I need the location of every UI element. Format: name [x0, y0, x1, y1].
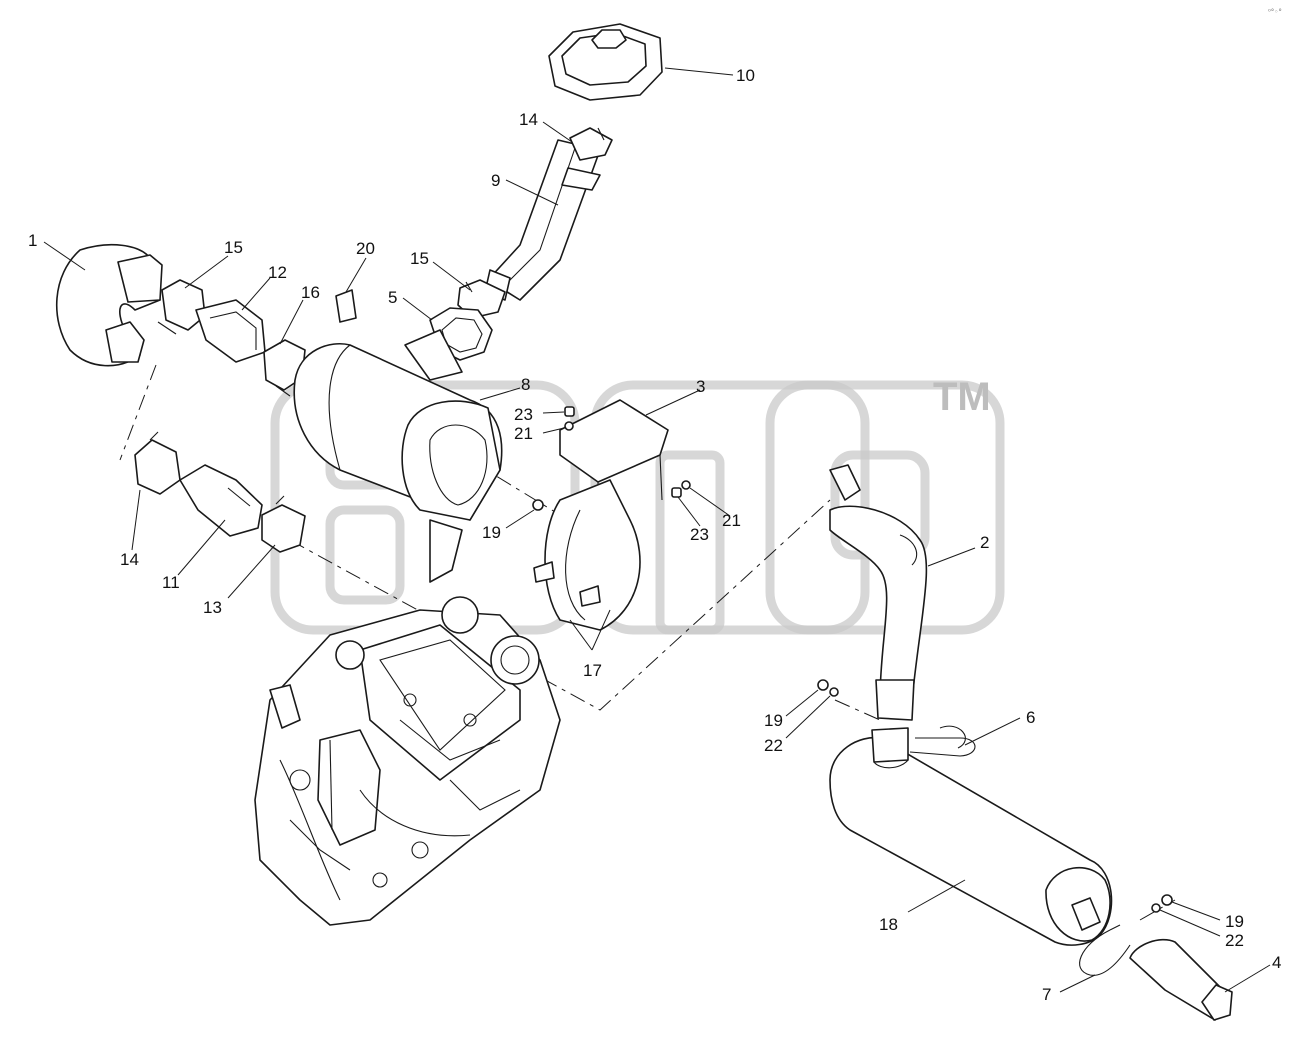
tail-pipe — [1129, 938, 1233, 1021]
callout-21-lower: 21 — [722, 511, 741, 530]
callout-22-tail: 22 — [1225, 931, 1244, 950]
rain-cap — [548, 23, 663, 101]
callout-5: 5 — [388, 288, 397, 307]
corner-mark: ⁰°◦° — [1268, 8, 1282, 16]
callout-labels: 10 14 9 1 15 20 15 12 16 5 8 3 23 21 19 … — [28, 66, 1281, 1004]
callout-8: 8 — [521, 375, 530, 394]
exhaust-pipe — [829, 464, 928, 721]
engine-block — [254, 596, 561, 926]
leader-lines — [43, 67, 1271, 993]
connector-hose-12 — [195, 299, 266, 363]
callout-9: 9 — [491, 171, 500, 190]
hardware-near-exhaust — [817, 679, 1173, 913]
connector-hose-11 — [179, 464, 263, 537]
callout-19-bracket: 19 — [482, 523, 501, 542]
u-bolt-6 — [909, 725, 976, 757]
precleaner-tube — [484, 139, 601, 301]
watermark-trademark: TM — [933, 375, 991, 419]
callout-14: 14 — [120, 550, 139, 569]
hose-clamp-13 — [261, 495, 306, 553]
callout-19-tail: 19 — [1225, 912, 1244, 931]
callout-6: 6 — [1026, 708, 1035, 727]
callout-10: 10 — [736, 66, 755, 85]
callout-21-upper: 21 — [514, 424, 533, 443]
callout-4: 4 — [1272, 953, 1281, 972]
callout-17: 17 — [583, 661, 602, 680]
hose-clamp-upper — [569, 127, 613, 161]
restriction-indicator — [335, 289, 357, 323]
callout-7: 7 — [1042, 985, 1051, 1004]
callout-22-exhaust: 22 — [764, 736, 783, 755]
u-bolt-7 — [1079, 924, 1131, 976]
callout-2: 2 — [980, 533, 989, 552]
callout-18: 18 — [879, 915, 898, 934]
elbow-hose — [55, 243, 163, 367]
air-cleaner-housing — [293, 329, 503, 583]
callout-15-upper: 14 — [519, 110, 538, 129]
callout-23-upper: 23 — [514, 405, 533, 424]
hardware-near-bracket — [532, 406, 691, 511]
callout-16-left: 15 — [224, 238, 243, 257]
callout-11: 11 — [162, 573, 180, 592]
muffler — [829, 727, 1113, 946]
callout-15-middle: 15 — [410, 249, 429, 268]
hose-clamp-16-left — [157, 279, 206, 335]
callout-20: 20 — [356, 239, 375, 258]
hose-clamp-14 — [134, 431, 181, 495]
callout-3: 3 — [696, 377, 705, 396]
callout-1: 1 — [28, 231, 37, 250]
callout-12: 12 — [268, 263, 287, 282]
callout-16-right: 16 — [301, 283, 320, 302]
callout-23-lower: 23 — [690, 525, 709, 544]
callout-13: 13 — [203, 598, 222, 617]
mounting-band-17 — [533, 479, 641, 631]
callout-19-exhaust: 19 — [764, 711, 783, 730]
